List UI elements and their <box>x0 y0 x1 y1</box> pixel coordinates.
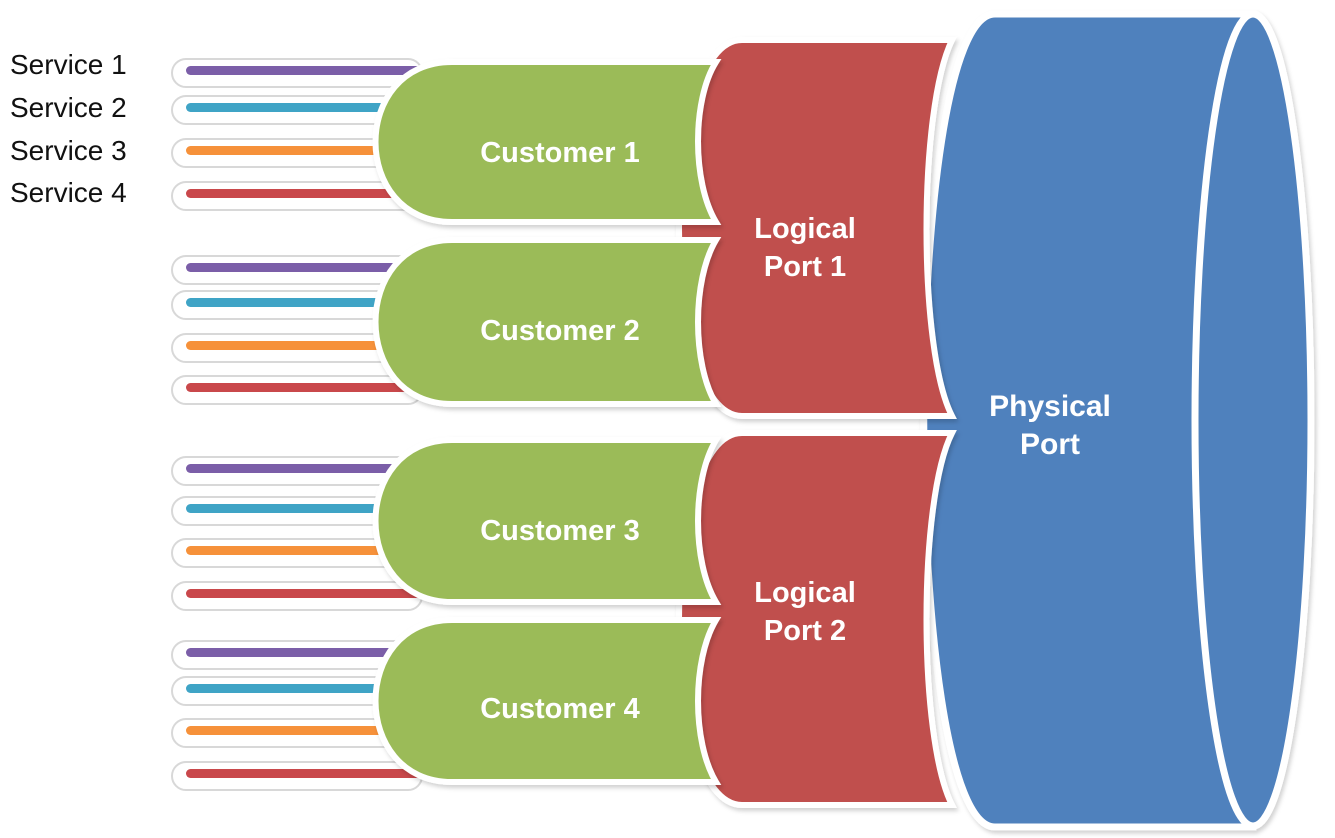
logical-port-1-label-line-2: Port 1 <box>764 251 846 283</box>
physical-port-label-line-2: Port <box>1020 428 1080 461</box>
customer-1-shape <box>372 59 722 225</box>
logical-port-labels: Logical Port 1 Logical Port 2 <box>754 213 856 647</box>
physical-port <box>920 10 1315 831</box>
customer-4-service-lines <box>171 640 423 791</box>
customers <box>372 59 722 785</box>
legend-service-3: Service 3 <box>10 135 127 166</box>
service-4-line-fill <box>186 589 422 598</box>
service-3-line-fill <box>186 146 422 155</box>
service-1-line-fill <box>186 648 422 657</box>
service-lines <box>171 58 423 791</box>
customer-1-service-lines <box>171 58 423 211</box>
customer-3 <box>372 437 722 605</box>
physical-port-end-face <box>1191 10 1315 830</box>
service-1-line-fill <box>186 263 422 272</box>
service-1-line-fill <box>186 66 422 75</box>
logical-port-2-label-line-1: Logical <box>754 577 856 609</box>
service-2-line-fill <box>186 504 422 513</box>
customer-2-label: Customer 2 <box>480 315 640 347</box>
customer-1 <box>372 59 722 225</box>
legend-service-2: Service 2 <box>10 92 127 123</box>
customer-3-service-lines <box>171 456 423 611</box>
service-4-line-fill <box>186 189 422 198</box>
legend: Service 1 Service 2 Service 3 Service 4 <box>10 49 127 208</box>
service-3-line-fill <box>186 726 422 735</box>
service-4-line-fill <box>186 769 422 778</box>
logical-port-1-label-line-1: Logical <box>754 213 856 245</box>
customer-labels: Customer 1 Customer 2 Customer 3 Custome… <box>480 137 640 725</box>
customer-2-shape <box>372 237 722 407</box>
service-2-line-fill <box>186 103 422 112</box>
customer-2 <box>372 237 722 407</box>
customer-4-label: Customer 4 <box>480 693 640 725</box>
service-2-line-fill <box>186 298 422 307</box>
customer-3-shape <box>372 437 722 605</box>
service-3-line-fill <box>186 341 422 350</box>
service-4-line-fill <box>186 383 422 392</box>
customer-1-label: Customer 1 <box>480 137 640 169</box>
customer-3-label: Customer 3 <box>480 515 640 547</box>
customer-4-shape <box>372 617 722 785</box>
legend-service-4: Service 4 <box>10 177 127 208</box>
logical-port-2-label-line-2: Port 2 <box>764 615 846 647</box>
service-1-line-fill <box>186 464 422 473</box>
service-3-line-fill <box>186 546 422 555</box>
customer-4 <box>372 617 722 785</box>
service-2-line-fill <box>186 684 422 693</box>
physical-port-labels: Physical Port <box>989 390 1111 461</box>
legend-service-1: Service 1 <box>10 49 127 80</box>
customer-2-service-lines <box>171 255 423 405</box>
physical-port-label-line-1: Physical <box>989 390 1111 423</box>
